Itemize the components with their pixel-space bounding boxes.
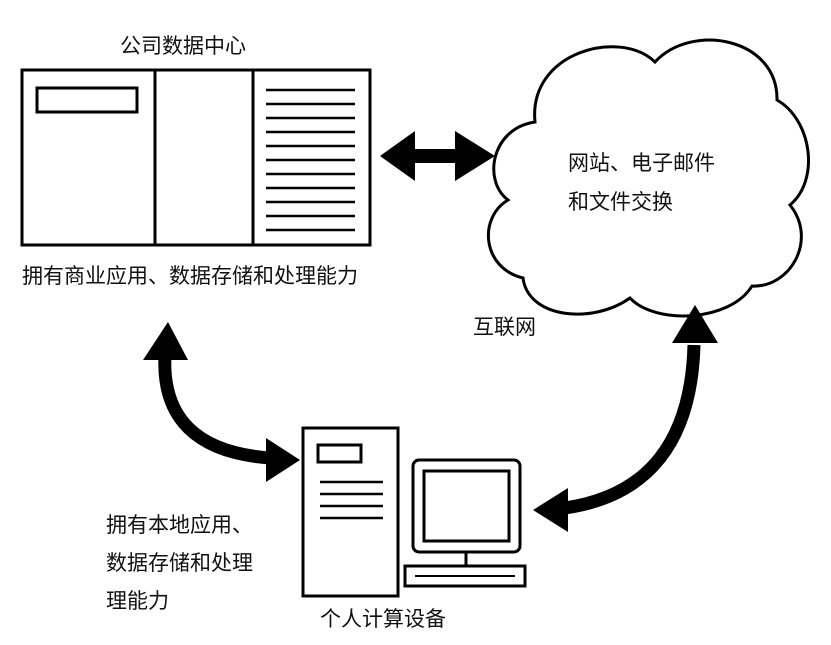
datacenter-caption: 拥有商业应用、数据存储和处理能力: [22, 264, 358, 288]
curved-arrow-icon: [143, 322, 300, 482]
pc-desc-line2: 数据存储和处理: [106, 551, 253, 575]
double-arrow-icon: [380, 131, 495, 181]
datacenter-title: 公司数据中心: [120, 34, 246, 58]
pc-caption: 个人计算设备: [320, 607, 446, 631]
internet-label: 互联网: [473, 315, 536, 339]
cloud-text-line2: 和文件交换: [568, 190, 673, 214]
cloud-text-line1: 网站、电子邮件: [568, 151, 715, 175]
datacenter-illustration: [20, 68, 372, 247]
monitor-illustration: [403, 458, 527, 588]
pc-desc-line3: 理能力: [106, 589, 169, 613]
pc-tower-illustration: [301, 426, 400, 598]
curved-arrow-icon: [533, 305, 718, 532]
pc-desc-line1: 拥有本地应用、: [106, 513, 253, 537]
cloud-shape: [486, 38, 811, 318]
